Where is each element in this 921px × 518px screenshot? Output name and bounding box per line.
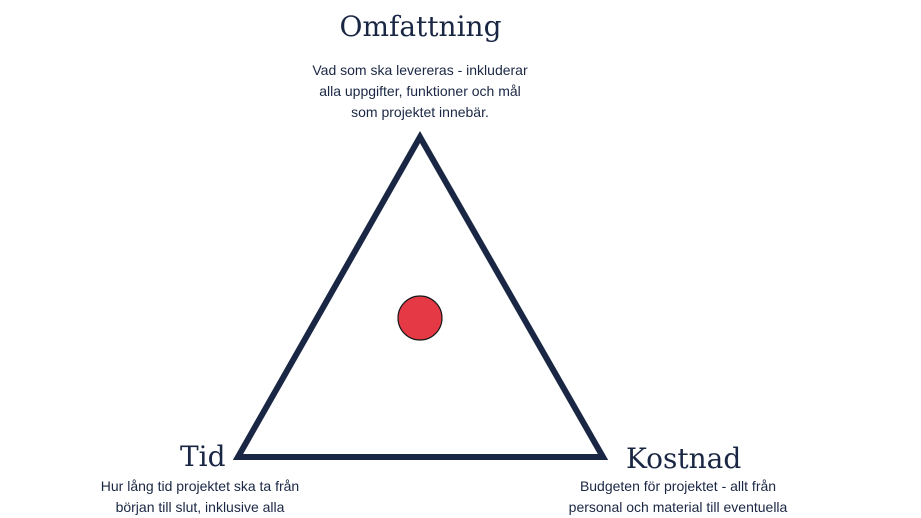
time-description-line: Hur lång tid projektet ska ta från: [100, 478, 300, 494]
time-description: Hur lång tid projektet ska ta från börja…: [70, 476, 330, 518]
time-heading: Tid: [180, 440, 226, 473]
project-triangle: [232, 130, 609, 460]
balance-marker: [397, 295, 443, 341]
scope-description-line: Vad som ska levereras - inkluderar: [312, 62, 528, 78]
time-description-line: början till slut, inklusive alla: [115, 499, 285, 515]
cost-heading: Kostnad: [626, 442, 742, 475]
cost-description-line: Budgeten för projektet - allt från: [579, 478, 777, 494]
scope-description-line: som projektet innebär.: [351, 104, 489, 120]
cost-description: Budgeten för projektet - allt från perso…: [548, 476, 808, 518]
cost-description-line: personal och material till eventuella: [568, 499, 788, 515]
scope-description: Vad som ska levereras - inkluderar alla …: [270, 60, 570, 123]
scope-heading: Omfattning: [339, 10, 502, 43]
scope-description-line: alla uppgifter, funktioner och mål: [319, 83, 521, 99]
